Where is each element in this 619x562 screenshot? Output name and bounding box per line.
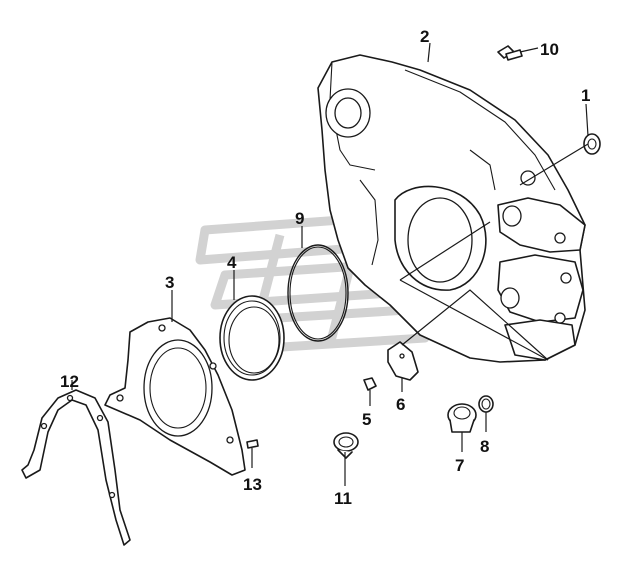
rear-seal-carrier [104,317,246,476]
plug [583,133,601,155]
dowel-pin [246,439,259,449]
callout-3: 3 [165,273,174,292]
callout-4: 4 [227,253,237,272]
cover-plate [387,341,419,381]
callout-9: 9 [295,209,304,228]
drain-plug [447,403,477,433]
callout-1: 1 [581,86,590,105]
callout-labels: 1 2 3 4 5 6 7 8 9 10 11 12 13 [60,27,590,508]
flywheel-housing [317,54,586,363]
callout-5: 5 [362,410,371,429]
clip [333,432,359,459]
callout-13: 13 [243,475,262,494]
callout-10: 10 [540,40,559,59]
bolt-top [497,45,523,61]
sealing-washer [478,395,494,413]
callout-6: 6 [396,395,405,414]
o-ring [287,244,349,342]
bolt-small [363,377,377,391]
callout-11: 11 [334,489,352,508]
callout-2: 2 [420,27,429,46]
callout-7: 7 [455,456,464,475]
leader-lines [71,42,589,486]
callout-12: 12 [60,372,79,391]
oil-seal [219,295,285,381]
callout-8: 8 [480,437,489,456]
gasket [21,389,131,546]
